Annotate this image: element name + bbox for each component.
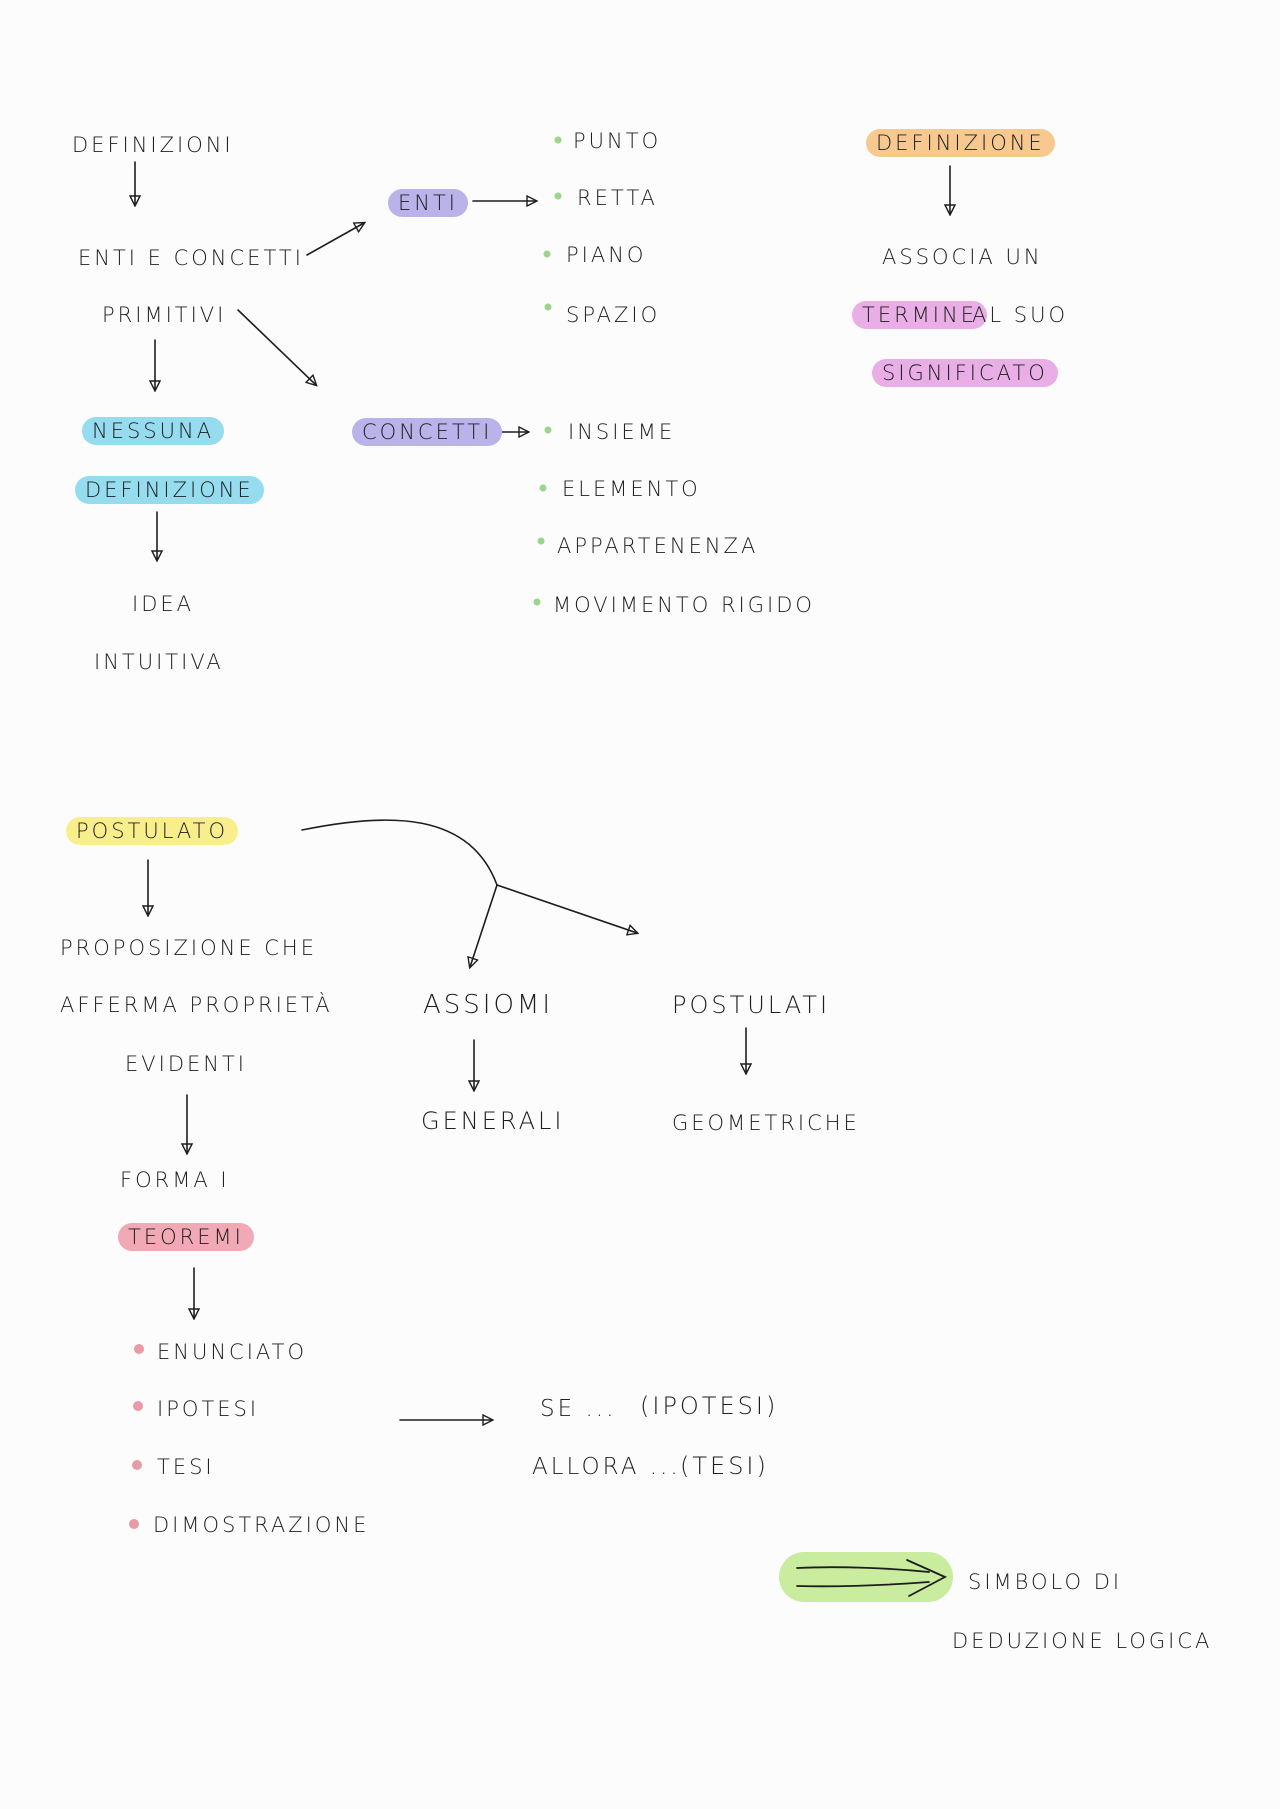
bullet-piano <box>543 250 551 258</box>
arrow-to-postulati <box>496 884 637 933</box>
concetti-highlight: CONCETTI <box>352 418 503 446</box>
concetti-item-insieme: INSIEME <box>568 420 676 444</box>
bullet-insieme <box>544 426 552 434</box>
ipotesi-paren-label: (IPOTESI) <box>640 1392 779 1420</box>
definizione-title-highlight: DEFINIZIONE <box>866 129 1055 157</box>
bullet-elemento <box>539 484 547 492</box>
concetti-item-movimento-rigido: MOVIMENTO RIGIDO <box>553 593 815 617</box>
enti-item-piano: PIANO <box>566 243 647 267</box>
deduzione-logica-label: DEDUZIONE LOGICA <box>952 1629 1213 1653</box>
tesi-paren-label: (TESI) <box>680 1452 769 1480</box>
teoremi-item-ipotesi: IPOTESI <box>157 1397 260 1421</box>
implies-symbol-highlight <box>779 1552 953 1602</box>
idea-label: IDEA <box>132 592 194 616</box>
teoremi-highlight: TEOREMI <box>118 1223 254 1251</box>
enti-item-punto: PUNTO <box>573 129 662 153</box>
assiomi-label: ASSIOMI <box>423 990 554 1020</box>
bullet-appartenenza <box>537 537 545 545</box>
bullet-enunciato <box>134 1344 144 1354</box>
bullet-punto <box>554 136 562 144</box>
arrow-to-concetti <box>237 309 316 385</box>
bullet-spazio <box>544 303 552 311</box>
evidenti-label: EVIDENTI <box>125 1052 247 1076</box>
teoremi-item-dimostrazione: DIMOSTRAZIONE <box>153 1513 370 1537</box>
generali-label: GENERALI <box>421 1107 565 1135</box>
enti-highlight: ENTI <box>388 189 468 217</box>
bullet-ipotesi <box>133 1401 143 1411</box>
nessuna-highlight: NESSUNA <box>82 417 225 445</box>
se-label: SE ... <box>540 1396 617 1422</box>
concetti-item-appartenenza: APPARTENENZA <box>557 534 759 558</box>
bullet-dimostrazione <box>129 1519 139 1529</box>
teoremi-item-enunciato: ENUNCIATO <box>157 1340 308 1364</box>
arrow-to-assiomi <box>470 884 498 967</box>
termine-highlight: TERMINE <box>852 301 987 329</box>
bullet-tesi <box>132 1460 142 1470</box>
curve-postulato-split <box>301 819 498 886</box>
concetti-item-elemento: ELEMENTO <box>562 477 701 501</box>
arrow-to-enti <box>306 223 364 256</box>
bullet-retta <box>554 192 562 200</box>
simbolo-di-label: SIMBOLO DI <box>968 1570 1123 1594</box>
enti-e-concetti-label: ENTI E CONCETTI <box>78 246 304 270</box>
forma-i-label: FORMA I <box>120 1168 230 1192</box>
enti-item-retta: RETTA <box>577 186 658 210</box>
significato-highlight: SIGNIFICATO <box>872 359 1058 387</box>
allora-label: ALLORA ... <box>532 1454 681 1480</box>
teoremi-item-tesi: TESI <box>157 1455 215 1479</box>
bullet-movimento-rigido <box>533 598 541 606</box>
afferma-proprieta-label: AFFERMA PROPRIETÀ <box>60 993 333 1017</box>
postulato-highlight: POSTULATO <box>66 817 238 845</box>
enti-item-spazio: SPAZIO <box>566 303 661 327</box>
al-suo-label: AL SUO <box>972 303 1068 327</box>
primitivi-label: PRIMITIVI <box>102 303 227 327</box>
definizioni-label: DEFINIZIONI <box>72 133 234 157</box>
associa-un-label: ASSOCIA UN <box>882 245 1043 269</box>
definizione-highlight: DEFINIZIONE <box>75 476 264 504</box>
postulati-label: POSTULATI <box>672 991 831 1019</box>
implies-arrow-icon <box>796 1559 948 1597</box>
intuitiva-label: INTUITIVA <box>94 650 224 674</box>
geometriche-label: GEOMETRICHE <box>672 1111 860 1135</box>
proposizione-che-label: PROPOSIZIONE CHE <box>60 936 317 960</box>
